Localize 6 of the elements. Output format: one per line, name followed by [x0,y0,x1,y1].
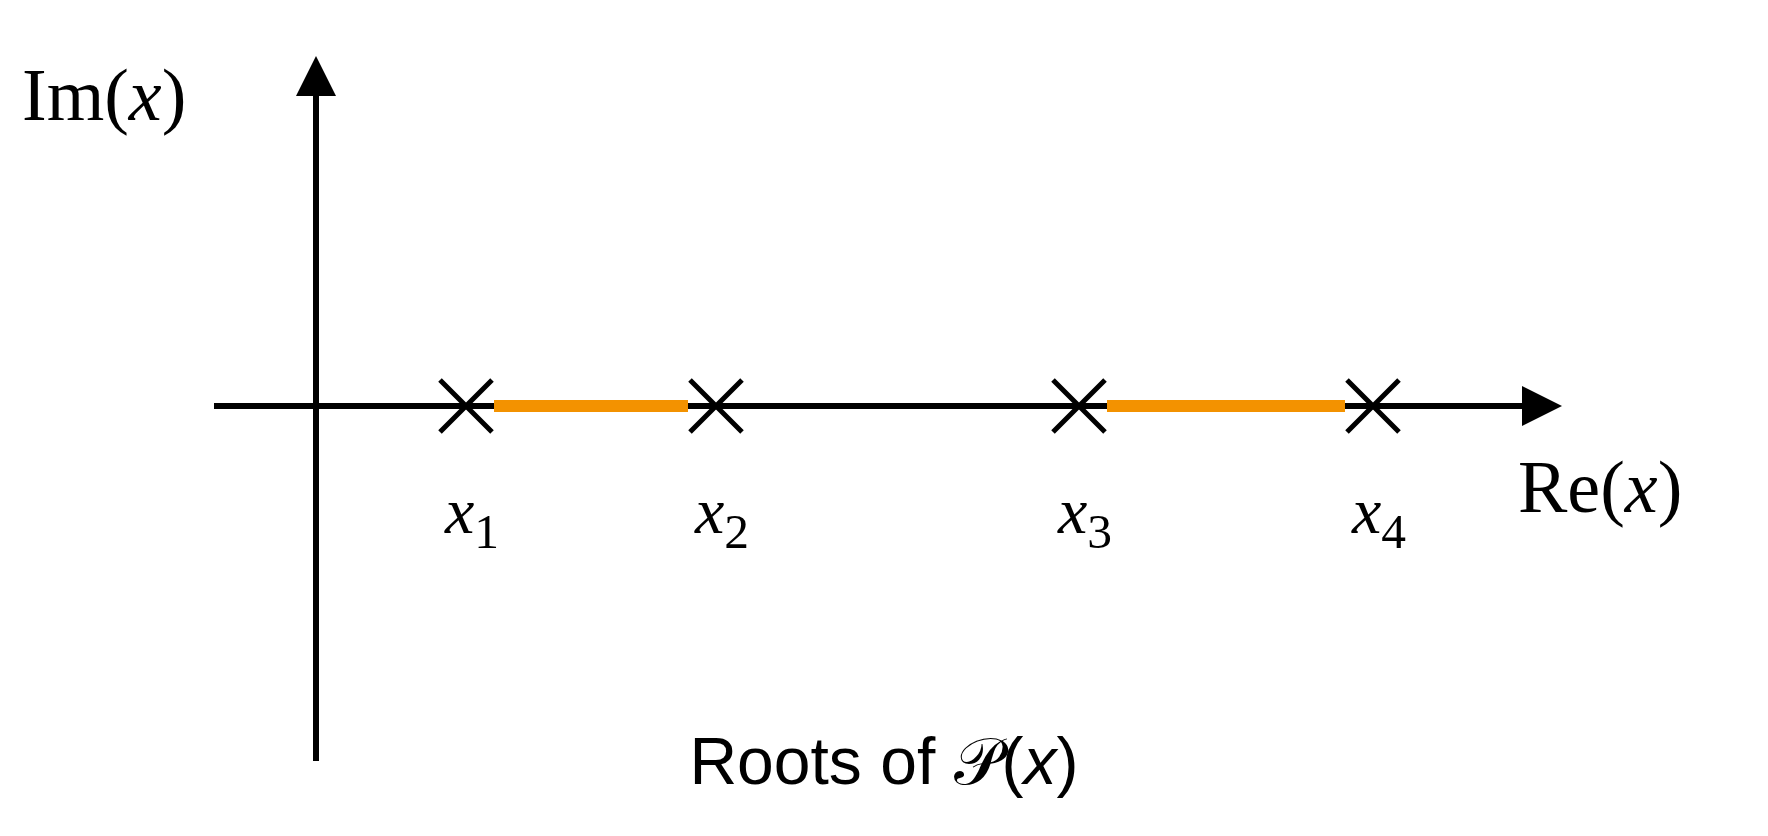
root-label: x$_{1}$ [445,478,499,557]
branch-cut-line [1107,400,1345,412]
root-label: x$_{4}$ [1352,478,1406,557]
branch-cut-line [494,400,688,412]
root-label: x$_{3}$ [1058,478,1112,557]
root-label: x$_{2}$ [695,478,749,557]
